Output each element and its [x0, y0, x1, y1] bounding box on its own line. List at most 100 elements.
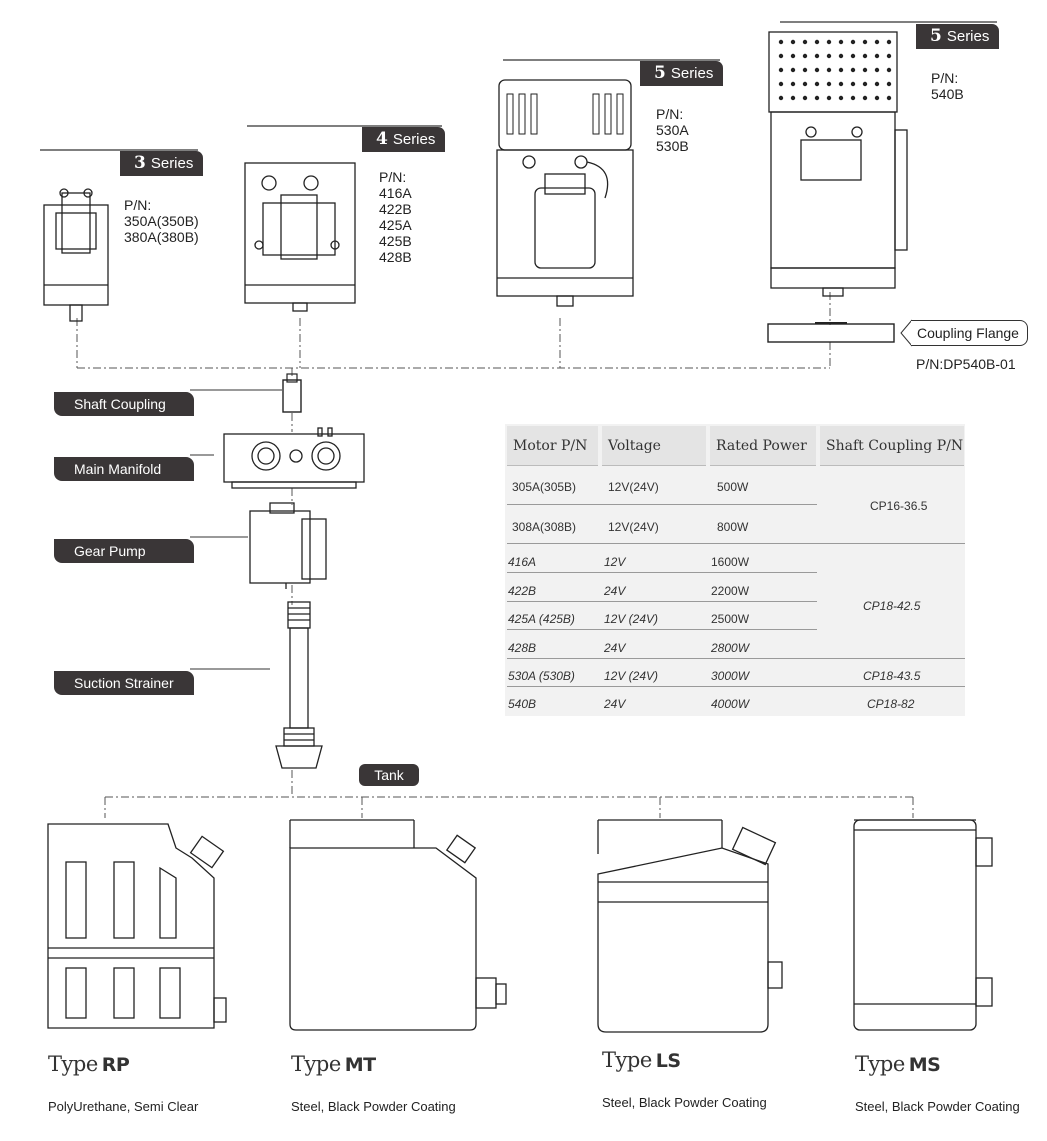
table-cell: 425A (425B): [508, 612, 575, 626]
flange-tag-arrow: [900, 319, 913, 347]
table-cell: 2500W: [711, 612, 750, 626]
pn-list-3-series: P/N: 350A(350B) 380A(380B): [124, 197, 199, 245]
motor-540b-drawing: [768, 31, 908, 297]
pn-item: 425A: [379, 217, 412, 233]
coupling-cell: CP18-42.5: [863, 599, 921, 613]
table-cell: 12V (24V): [604, 612, 659, 626]
col-header-motor: Motor P/N: [507, 426, 598, 466]
coupling-cell: CP18-82: [867, 697, 915, 711]
pn-item: 425B: [379, 233, 412, 249]
table-cell: 24V: [604, 641, 626, 655]
table-cell: 12V(24V): [608, 480, 659, 494]
table-cell: 12V(24V): [608, 520, 659, 534]
row-divider: [507, 504, 817, 505]
pn-label: P/N:: [931, 70, 959, 86]
type-word: Type: [855, 1052, 905, 1076]
col-header-voltage: Voltage: [602, 426, 706, 466]
table-cell: 422B: [508, 584, 537, 598]
row-divider: [507, 572, 817, 573]
type-word: Type: [291, 1052, 341, 1076]
pn-item: 530A: [656, 122, 689, 138]
shaft-coupling-label: Shaft Coupling: [54, 392, 194, 416]
pn-label: P/N:: [656, 106, 684, 122]
table-cell: 4000W: [711, 697, 750, 711]
type-code: RP: [101, 1054, 130, 1076]
type-word: Type: [602, 1048, 652, 1072]
pn-list-5-series: P/N: 530A 530B: [656, 106, 689, 154]
pn-item: 428B: [379, 249, 412, 265]
row-divider: [507, 658, 965, 659]
type-code: MT: [344, 1054, 376, 1076]
type-code: LS: [655, 1050, 681, 1072]
series-number: 5: [654, 63, 666, 83]
main-manifold-drawing: [223, 427, 365, 489]
spec-table: Motor P/N Voltage Rated Power Shaft Coup…: [505, 424, 965, 716]
table-cell: 2200W: [711, 584, 750, 598]
table-cell: 500W: [717, 480, 749, 494]
tank-ls-drawing: [597, 819, 783, 1033]
motor-4-series-drawing: [244, 162, 356, 312]
coupling-flange-tag: Coupling Flange: [911, 320, 1028, 346]
series-word: Series: [150, 155, 194, 172]
suction-strainer-label: Suction Strainer: [54, 671, 194, 695]
pn-item: 416A: [379, 185, 412, 201]
col-header-power: Rated Power: [710, 426, 816, 466]
tank-rp-drawing: [47, 823, 227, 1029]
pn-list-540b: P/N: 540B: [931, 70, 964, 102]
series-word: Series: [392, 131, 436, 148]
suction-strainer-drawing: [275, 601, 323, 769]
series-word: Series: [946, 28, 990, 45]
row-divider: [507, 629, 817, 630]
table-cell: 3000W: [711, 669, 750, 683]
pn-label: P/N:: [379, 169, 407, 185]
table-cell: 12V (24V): [604, 669, 659, 683]
table-cell: 1600W: [711, 555, 750, 569]
table-cell: 24V: [604, 584, 626, 598]
motor-5-series-drawing: [496, 79, 634, 307]
coupling-flange-pn: P/N:DP540B-01: [916, 356, 1016, 372]
pn-label: P/N:: [124, 197, 152, 213]
tank-type-ms-desc: Steel, Black Powder Coating: [855, 1099, 1020, 1114]
series-number: 3: [134, 153, 146, 173]
tank-label: Tank: [359, 764, 419, 786]
table-cell: 530A (530B): [508, 669, 575, 683]
tank-mt-drawing: [289, 819, 507, 1031]
row-divider: [507, 686, 965, 687]
pn-list-4-series: P/N: 416A 422B 425A 425B 428B: [379, 169, 412, 265]
table-cell: 12V: [604, 555, 626, 569]
gear-pump-drawing: [249, 502, 327, 589]
tank-ms-drawing: [853, 819, 993, 1031]
series-number: 4: [376, 129, 388, 149]
row-divider: [507, 601, 817, 602]
row-divider: [507, 543, 965, 544]
pn-item: 530B: [656, 138, 689, 154]
table-cell: 24V: [604, 697, 626, 711]
series-number: 5: [930, 26, 942, 46]
col-header-coupling: Shaft Coupling P/N: [820, 426, 964, 466]
tank-type-mt-desc: Steel, Black Powder Coating: [291, 1099, 456, 1114]
shaft-coupling-drawing: [282, 373, 302, 413]
table-cell: 800W: [717, 520, 749, 534]
tank-type-ls-desc: Steel, Black Powder Coating: [602, 1095, 767, 1110]
table-cell: 305A(305B): [512, 480, 577, 494]
type-word: Type: [48, 1052, 98, 1076]
pn-item: 350A(350B): [124, 213, 199, 229]
motor-3-series-drawing: [43, 188, 109, 322]
table-cell: 428B: [508, 641, 537, 655]
tank-type-rp-desc: PolyUrethane, Semi Clear: [48, 1099, 199, 1114]
series-word: Series: [670, 65, 714, 82]
table-cell: 540B: [508, 697, 537, 711]
main-manifold-label: Main Manifold: [54, 457, 194, 481]
table-cell: 308A(308B): [512, 520, 577, 534]
gear-pump-label: Gear Pump: [54, 539, 194, 563]
type-code: MS: [908, 1054, 941, 1076]
coupling-cell: CP18-43.5: [863, 669, 921, 683]
